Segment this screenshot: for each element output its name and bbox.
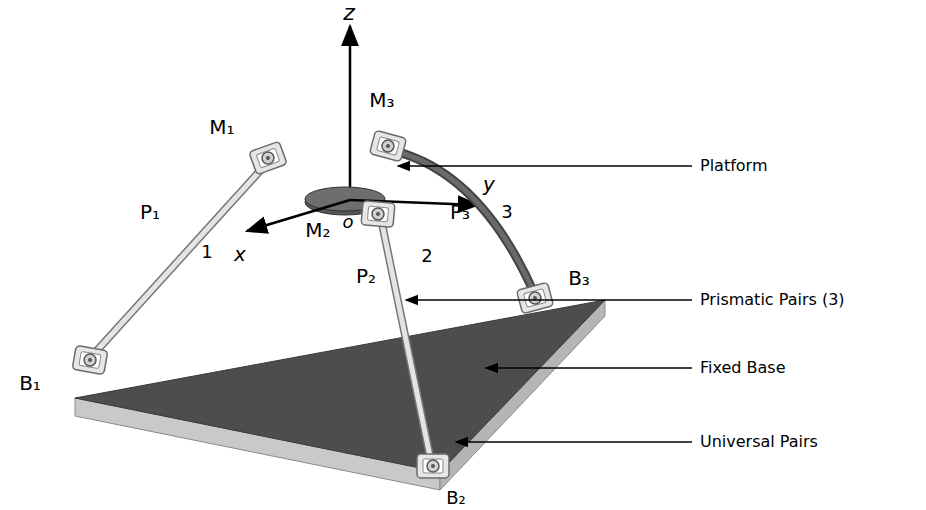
leg: [92, 162, 268, 356]
z-axis: [349, 26, 352, 200]
pair-name: P₁: [140, 202, 160, 222]
leg: [380, 214, 432, 466]
leader-arrow: [406, 299, 692, 301]
leader-arrow: [486, 367, 692, 369]
x-axis: [247, 200, 350, 231]
joint-name: M₂: [305, 220, 330, 240]
joint-name: B₁: [19, 373, 41, 393]
leg: [92, 162, 268, 356]
universal-joint: [361, 201, 395, 228]
joint-name: B₃: [568, 268, 590, 288]
leg: [390, 150, 535, 295]
leg-number: 1: [201, 243, 212, 261]
axis-name: z: [343, 2, 355, 24]
callout-text: Prismatic Pairs (3): [700, 292, 845, 308]
leg: [390, 150, 535, 295]
universal-joint: [516, 282, 553, 313]
joint-name: M₃: [369, 90, 394, 110]
pair-name: P₃: [450, 202, 470, 222]
universal-joint: [417, 454, 449, 478]
joint-name: B₂: [446, 489, 466, 507]
leader-arrow: [456, 441, 692, 443]
base-top: [75, 300, 605, 472]
leg-number: 3: [501, 203, 512, 221]
leg-number: 2: [421, 247, 432, 265]
callout-text: Fixed Base: [700, 360, 786, 376]
universal-joint: [249, 141, 287, 174]
joint-name: M₁: [209, 117, 234, 137]
axis-name: x: [234, 244, 246, 264]
universal-joint: [369, 130, 406, 161]
universal-joint: [72, 345, 108, 374]
leader-arrow: [398, 165, 692, 167]
callout-text: Universal Pairs: [700, 434, 818, 450]
origin-name: o: [342, 213, 353, 231]
pair-name: P₂: [356, 266, 376, 286]
callout-text: Platform: [700, 158, 767, 174]
axis-name: y: [483, 174, 495, 194]
leg: [380, 214, 432, 466]
